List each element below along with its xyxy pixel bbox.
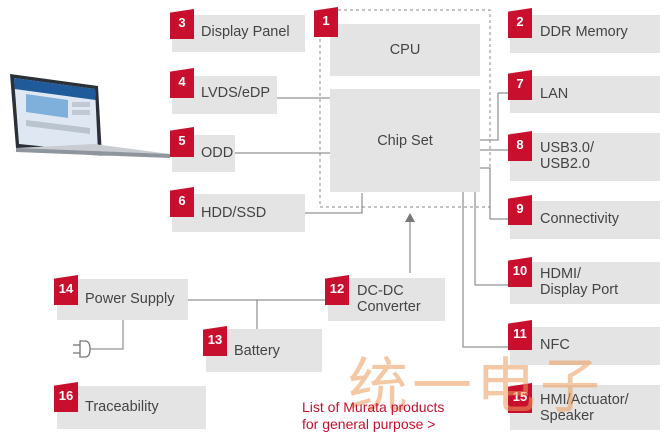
chipset-label: Chip Set <box>377 133 433 149</box>
ddr-memory-label: DDR Memory <box>540 24 628 40</box>
badge-11: 11 <box>508 320 532 350</box>
hdmi-label-line1: HDMI/ <box>540 266 582 282</box>
usb-block[interactable]: USB3.0/ USB2.0 <box>510 133 660 181</box>
badge-6: 6 <box>170 187 194 217</box>
battery-label: Battery <box>234 343 280 359</box>
badge-4: 4 <box>170 68 194 98</box>
murata-products-link[interactable]: List of Murata products for general purp… <box>302 399 444 433</box>
arrow-up-icon <box>405 213 415 222</box>
traceability-label: Traceability <box>85 399 159 415</box>
lan-label: LAN <box>540 86 569 102</box>
badge-12: 12 <box>325 275 349 305</box>
cpu-chipset-boundary <box>319 9 491 208</box>
connectivity-block[interactable]: Connectivity <box>510 201 660 239</box>
badge-7: 7 <box>508 70 532 100</box>
lvds-edp-label: LVDS/eDP <box>201 85 271 101</box>
hdmi-label-line2: Display Port <box>540 282 619 298</box>
connectivity-label: Connectivity <box>540 211 619 227</box>
wire-hdd <box>305 193 363 214</box>
badge-13: 13 <box>203 326 227 356</box>
cpu-label: CPU <box>389 42 421 58</box>
power-supply-label: Power Supply <box>85 291 175 307</box>
hmi-label-line2: Speaker <box>540 408 595 424</box>
laptop-illustration <box>10 74 170 158</box>
chipset-block[interactable]: Chip Set <box>330 89 480 192</box>
badge-16: 16 <box>54 382 78 412</box>
badge-1: 1 <box>314 7 338 37</box>
hdd-ssd-label: HDD/SSD <box>201 205 267 221</box>
hmi-label-line1: HMI/Actuator/ <box>540 392 629 408</box>
ddr-memory-block[interactable]: DDR Memory <box>510 15 660 53</box>
badge-10: 10 <box>508 257 532 287</box>
badge-8: 8 <box>508 131 532 161</box>
wire-connectivity <box>480 167 510 220</box>
wire-lan <box>480 92 510 141</box>
nfc-block[interactable]: NFC <box>510 327 660 365</box>
hdmi-display-port-block[interactable]: HDMI/ Display Port <box>510 262 660 304</box>
display-panel-label: Display Panel <box>201 24 290 40</box>
badge-9: 9 <box>508 195 532 225</box>
dcdc-label-line1: DC-DC <box>357 283 404 299</box>
ac-plug-icon <box>73 340 91 358</box>
usb-label-line1: USB3.0/ <box>540 140 594 156</box>
wire-hdmi <box>474 174 510 286</box>
traceability-block[interactable]: Traceability <box>57 386 206 429</box>
badge-2: 2 <box>508 8 532 38</box>
display-panel-block[interactable]: Display Panel <box>172 15 305 52</box>
dcdc-label-line2: Converter <box>357 299 421 315</box>
odd-label: ODD <box>201 145 234 161</box>
wire-plug <box>90 320 124 350</box>
badge-15: 15 <box>508 383 532 413</box>
power-supply-block[interactable]: Power Supply <box>57 279 188 320</box>
watermark-text: 统一电子 <box>348 352 604 422</box>
link-line2: for general purpose > <box>302 416 436 432</box>
nfc-label: NFC <box>540 337 570 353</box>
hmi-actuator-speaker-block[interactable]: HMI/Actuator/ Speaker <box>510 385 660 430</box>
usb-label-line2: USB2.0 <box>540 156 590 172</box>
badge-14: 14 <box>54 275 78 305</box>
lan-block[interactable]: LAN <box>510 76 660 113</box>
hdd-ssd-block[interactable]: HDD/SSD <box>172 194 305 232</box>
badge-3: 3 <box>170 9 194 39</box>
badge-5: 5 <box>170 127 194 157</box>
cpu-block[interactable]: CPU <box>330 24 480 76</box>
link-line1: List of Murata products <box>302 399 445 415</box>
